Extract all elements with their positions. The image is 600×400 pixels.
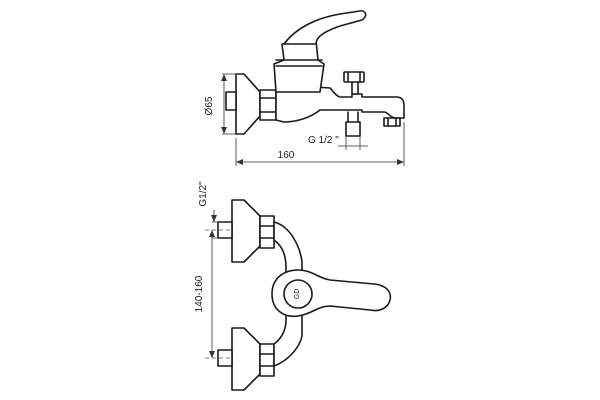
center-distance-dimension: 140-160: [194, 230, 215, 358]
side-bottom-inlet: [345, 121, 361, 137]
side-diverter-knob: [343, 71, 365, 83]
side-hex-nut: [259, 89, 277, 121]
cartridge-cap: [283, 279, 313, 309]
center-distance-label: 140-160: [194, 275, 205, 312]
side-connection-nipple: [225, 91, 237, 111]
side-wall-escutcheon: [235, 73, 261, 135]
upper-hex-nut: [259, 215, 275, 249]
lower-hex-nut: [259, 343, 275, 377]
diameter-label: Ø65: [204, 96, 215, 115]
diameter-dimension: Ø65: [204, 73, 240, 135]
cartridge-mark: GD: [294, 289, 301, 300]
upper-connection-nipple: [217, 221, 233, 239]
inlet-thread-dimension: G 1/2 ": [308, 135, 368, 150]
thread-label-top: G1/2": [198, 181, 209, 207]
side-lever-handle: [283, 10, 367, 45]
lower-connection-nipple: [217, 349, 233, 367]
lower-wall-escutcheon: [231, 327, 261, 391]
front-lever-handle: [271, 269, 392, 318]
inlet-thread-label: G 1/2 ": [308, 135, 339, 146]
front-view: GD G1/2" 140-160: [194, 181, 392, 391]
upper-wall-escutcheon: [231, 199, 261, 263]
thread-dimension-top: G1/2": [198, 181, 220, 239]
side-view: Ø65 160 G 1/2 ": [204, 10, 405, 166]
width-label: 160: [278, 150, 295, 161]
side-spout-outlet: [383, 117, 401, 127]
width-dimension: 160: [235, 122, 405, 166]
